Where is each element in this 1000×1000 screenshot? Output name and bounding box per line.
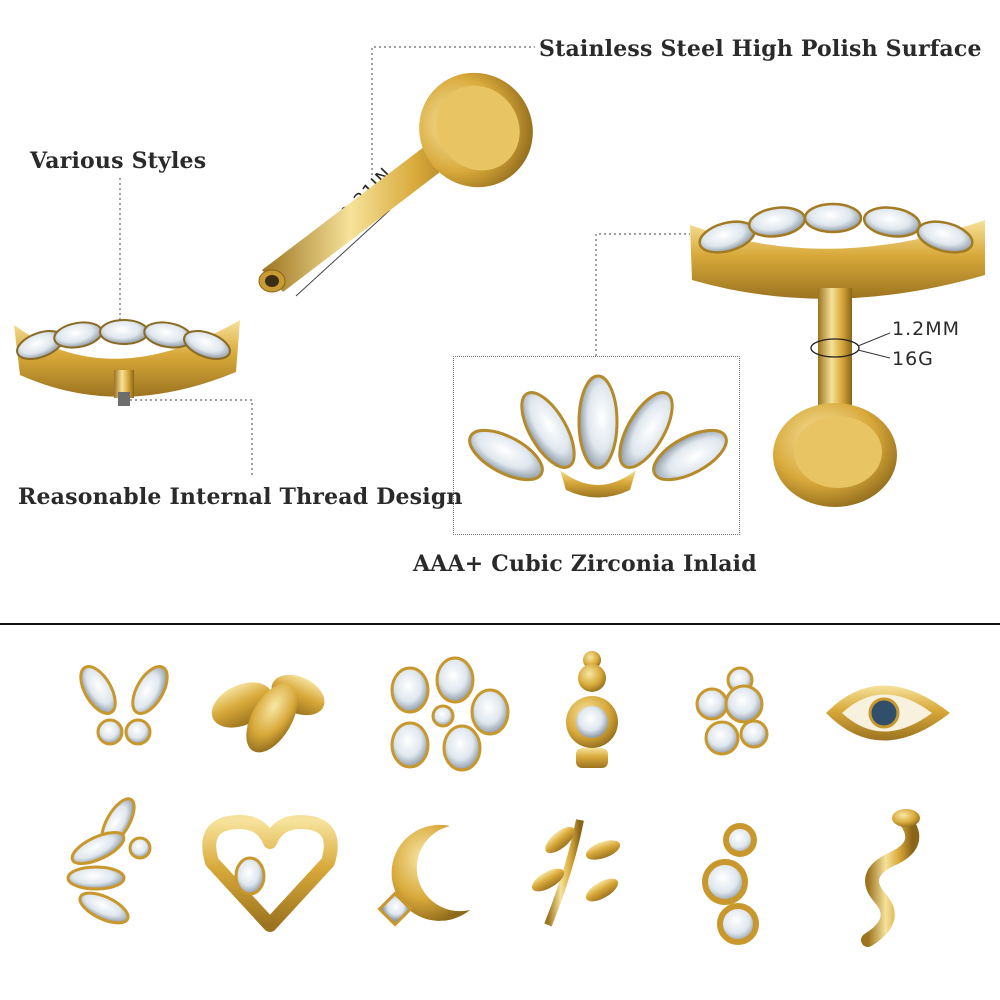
zirconia-callout-box: [453, 356, 740, 535]
labret-post-icon: [258, 72, 533, 293]
zirconia-label: AAA+ Cubic Zirconia Inlaid: [413, 551, 757, 577]
gallery-row-1: [79, 651, 950, 772]
styles-label: Various Styles: [30, 148, 207, 174]
butterfly-icon: [79, 665, 169, 746]
flower-icon: [390, 656, 510, 772]
moon-icon: [377, 824, 470, 927]
crown-top-left-icon: [14, 319, 240, 406]
gallery-row-2: [66, 797, 920, 947]
surface-label: Stainless Steel High Polish Surface: [539, 36, 982, 62]
clover-gem-icon: [695, 666, 769, 756]
bee-icon: [211, 674, 325, 753]
evil-eye-icon: [826, 685, 950, 741]
leaf-branch-icon: [531, 819, 621, 927]
snake-icon: [861, 809, 920, 947]
triple-gem-icon: [702, 823, 759, 945]
heart-icon: [202, 815, 338, 932]
gauge-g-label: 16G: [892, 348, 934, 370]
marquise-cluster-icon: [66, 797, 152, 925]
zirconia-crown-icon: [468, 374, 728, 498]
thread-label: Reasonable Internal Thread Design: [18, 484, 463, 510]
cross-gem-icon: [566, 651, 618, 768]
gauge-mm-label: 1.2MM: [892, 318, 961, 340]
crown-labret-right-icon: [690, 202, 985, 507]
section-divider: [0, 623, 1000, 625]
